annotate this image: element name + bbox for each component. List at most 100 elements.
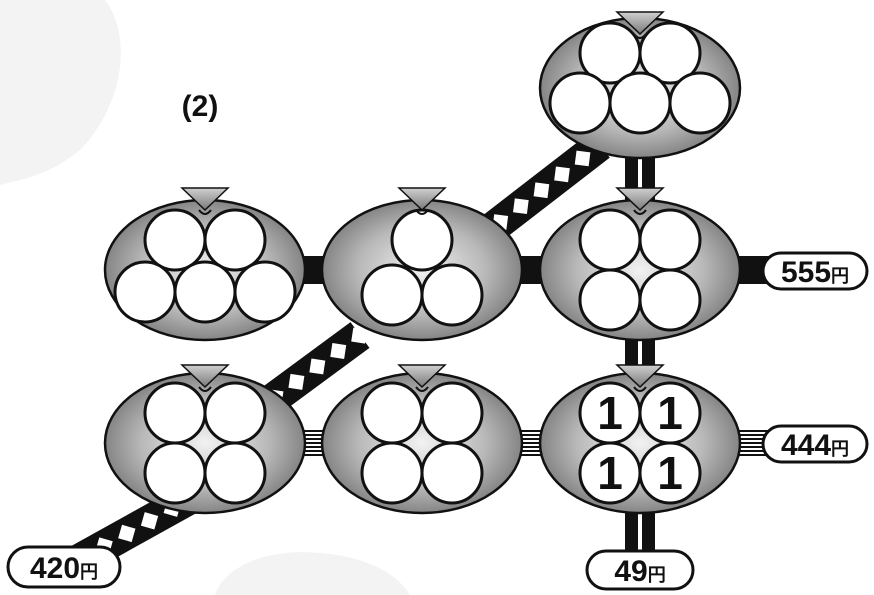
diagonal-diamond <box>554 166 570 183</box>
arrow-tip <box>633 386 647 392</box>
down-arrow-marker <box>615 11 665 39</box>
diagonal-diamond <box>309 358 326 375</box>
diagonal-diamond <box>330 343 347 359</box>
total-label-right-column: 49円 <box>585 549 695 591</box>
coin-slot <box>420 263 484 327</box>
coin-slot <box>143 381 207 445</box>
diagonal-diamond <box>288 373 305 390</box>
coin-slot <box>203 381 267 445</box>
label-unit: 円 <box>648 565 666 585</box>
label-pill <box>585 549 695 591</box>
coin-slot <box>173 260 237 324</box>
coin-pot <box>320 198 524 342</box>
arrow-triangle <box>615 364 665 389</box>
label-unit: 円 <box>831 266 849 286</box>
diagonal-diamond <box>513 198 529 214</box>
label-value: 420 <box>30 552 80 585</box>
pot-body <box>538 371 742 515</box>
coin-slot <box>113 260 177 324</box>
arrow-triangle <box>180 364 230 389</box>
coin-slot <box>143 208 207 272</box>
label-unit: 円 <box>80 562 98 582</box>
label-text: 420円 <box>30 552 98 585</box>
background-decoration <box>0 0 410 595</box>
arrow-triangle <box>180 187 230 212</box>
coin-pot <box>538 16 742 160</box>
total-label-diagonal: 420円 <box>6 545 122 589</box>
diagonal-diamond <box>351 327 368 344</box>
coin-slot <box>390 208 454 272</box>
coin-pot <box>103 371 307 515</box>
puzzle-label: (2) <box>182 90 219 123</box>
diagonal-diamond <box>140 512 159 530</box>
rail-gap <box>638 150 642 215</box>
arrow-triangle <box>397 364 447 389</box>
coin-slot <box>420 441 484 505</box>
coin-value: 1 <box>657 447 683 499</box>
label-pill <box>6 545 122 589</box>
pot-body <box>538 198 742 342</box>
coin-pot <box>538 198 742 342</box>
coin-slot <box>578 268 642 332</box>
coin-slot <box>638 208 702 272</box>
pot-body <box>103 371 307 515</box>
coin-slot <box>360 263 424 327</box>
coin-slot <box>578 208 642 272</box>
down-arrow-marker <box>180 187 230 215</box>
coin-value: 1 <box>597 447 623 499</box>
diagonal-diamond <box>118 524 136 543</box>
right-column-connector <box>625 510 655 550</box>
rail-gap <box>638 510 642 550</box>
coin-pot <box>103 198 307 342</box>
down-arrow-marker <box>615 364 665 392</box>
arrow-tip <box>198 209 212 215</box>
arrow-tip <box>633 33 647 39</box>
coin-slot <box>638 268 702 332</box>
coin-slot <box>548 71 612 135</box>
down-arrow-marker <box>180 364 230 392</box>
coin-value: 1 <box>597 387 623 439</box>
down-arrow-marker <box>615 187 665 215</box>
diagonal-connector <box>480 132 610 243</box>
coin-slot <box>668 71 732 135</box>
coin-slot <box>233 260 297 324</box>
coin-slot <box>203 441 267 505</box>
arrow-tip <box>415 386 429 392</box>
arrow-triangle <box>615 11 665 36</box>
label-pill <box>761 251 869 291</box>
coin-slot <box>143 441 207 505</box>
down-arrow-marker <box>397 364 447 392</box>
pot-body <box>320 371 524 515</box>
rail-gap <box>638 335 642 390</box>
arrow-tip <box>633 209 647 215</box>
coin-slot <box>638 21 702 85</box>
label-value: 555 <box>781 256 831 289</box>
coin-slot <box>360 441 424 505</box>
coin-pot <box>320 371 524 515</box>
label-pill <box>761 424 869 464</box>
label-value: 49 <box>614 555 647 588</box>
arrow-triangle <box>615 187 665 212</box>
arrow-tip <box>415 209 429 215</box>
label-value: 444 <box>781 429 831 462</box>
coin-value: 1 <box>657 387 683 439</box>
arrow-markers <box>180 11 665 392</box>
label-text: 444円 <box>781 429 849 462</box>
down-arrow-marker <box>397 187 447 215</box>
coin-slot <box>360 381 424 445</box>
coin-slot <box>203 208 267 272</box>
diagonal-diamond <box>533 182 550 199</box>
coin-slot <box>420 381 484 445</box>
label-text: 555円 <box>781 256 849 289</box>
total-label-bottom-row: 444円 <box>761 424 869 464</box>
diagonal-diamond <box>574 150 591 167</box>
label-unit: 円 <box>831 439 849 459</box>
coin-slot <box>638 441 702 505</box>
arrow-tip <box>198 386 212 392</box>
total-label-top-row: 555円 <box>761 251 869 291</box>
label-text: 49円 <box>614 555 665 588</box>
arrow-triangle <box>397 187 447 212</box>
